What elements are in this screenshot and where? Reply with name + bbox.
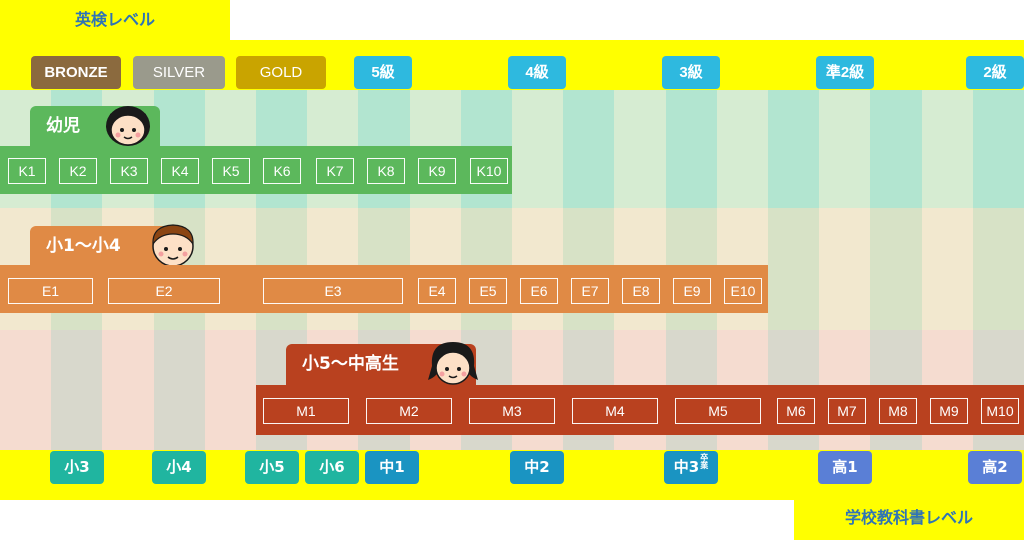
elementary-level-cell: E2 <box>108 278 220 304</box>
eiken-gold: GOLD <box>236 56 326 89</box>
eiken-bronze: BRONZE <box>31 56 121 89</box>
eiken-grade2: 2級 <box>966 56 1024 89</box>
kindergarten-level-cell: K8 <box>367 158 405 184</box>
elementary-level-cell: E3 <box>263 278 403 304</box>
grid-column <box>665 90 718 208</box>
header-tab: 英検レベル <box>0 0 230 42</box>
kindergarten-levels: K1 K2 K3 K4 K5 K6 K7 K8 K9 K10 <box>0 158 512 184</box>
grid-column <box>819 208 871 330</box>
middle-level-cell: M3 <box>469 398 555 424</box>
middle-level-cell: M8 <box>879 398 917 424</box>
footer-tab: 学校教科書レベル <box>794 498 1024 540</box>
eiken-grade4: 4級 <box>508 56 566 89</box>
grid-column <box>768 208 820 330</box>
eiken-pre2: 準2級 <box>816 56 874 89</box>
girl-face-icon <box>428 342 478 385</box>
kindergarten-level-cell: K3 <box>110 158 148 184</box>
footer-title: 学校教科書レベル <box>844 508 973 527</box>
grade-chu3-note: 卒業 <box>700 453 709 470</box>
grid-column <box>716 90 769 208</box>
kindergarten-level-cell: K6 <box>263 158 301 184</box>
elementary-level-cell: E10 <box>724 278 762 304</box>
elementary-label: 小1〜小4 <box>46 236 121 256</box>
middle-level-cell: M1 <box>263 398 349 424</box>
grid-column <box>921 90 974 208</box>
grid-column <box>921 208 974 330</box>
grade-chu3-label: 中3 <box>673 458 700 476</box>
kindergarten-level-cell: K9 <box>418 158 456 184</box>
kindergarten-level-cell: K7 <box>316 158 354 184</box>
elementary-level-cell: E7 <box>571 278 609 304</box>
elementary-bar: E1 E2 E3 E4 E5 E6 E7 E8 E9 E10 <box>0 265 768 313</box>
grade-sho5: 小5 <box>245 451 299 484</box>
grade-sho4: 小4 <box>152 451 206 484</box>
middle-bar: M1 M2 M3 M4 M5 M6 M7 M8 M9 M10 <box>256 385 1024 435</box>
middle-level-cell: M7 <box>828 398 866 424</box>
middle-level-cell: M4 <box>572 398 658 424</box>
grade-sho6: 小6 <box>305 451 359 484</box>
eiken-grade3: 3級 <box>662 56 720 89</box>
grade-ko2: 高2 <box>968 451 1022 484</box>
grade-ko1: 高1 <box>818 451 872 484</box>
grid-column <box>972 208 1024 330</box>
middle-level-cell: M2 <box>366 398 452 424</box>
grid-column <box>0 330 52 450</box>
grade-chu1: 中1 <box>365 451 419 484</box>
grid-column <box>204 330 257 450</box>
elementary-level-cell: E5 <box>469 278 507 304</box>
elementary-level-cell: E4 <box>418 278 456 304</box>
kindergarten-label: 幼児 <box>46 116 80 136</box>
kindergarten-level-cell: K5 <box>212 158 250 184</box>
boy-face-icon <box>152 224 194 267</box>
middle-level-cell: M9 <box>930 398 968 424</box>
middle-levels: M1 M2 M3 M4 M5 M6 M7 M8 M9 M10 <box>256 398 1024 424</box>
eiken-silver: SILVER <box>133 56 225 89</box>
eiken-grade5: 5級 <box>354 56 412 89</box>
grid-column <box>51 330 103 450</box>
elementary-level-cell: E1 <box>8 278 93 304</box>
middle-level-cell: M5 <box>675 398 761 424</box>
kindergarten-bar: K1 K2 K3 K4 K5 K6 K7 K8 K9 K10 <box>0 146 512 194</box>
grid-column <box>614 90 667 208</box>
grade-chu3: 中3卒業 <box>664 451 718 484</box>
kindergarten-level-cell: K10 <box>470 158 508 184</box>
grid-column <box>102 330 155 450</box>
grade-sho3: 小3 <box>50 451 104 484</box>
grid-column <box>870 208 923 330</box>
girl-face-icon <box>106 106 150 146</box>
header-title: 英検レベル <box>74 10 155 29</box>
kindergarten-level-cell: K2 <box>59 158 97 184</box>
grid-column <box>819 90 871 208</box>
grid-column <box>563 90 615 208</box>
grid-column <box>768 90 820 208</box>
elementary-levels: E1 E2 E3 E4 E5 E6 E7 E8 E9 E10 <box>0 278 768 304</box>
kindergarten-level-cell: K1 <box>8 158 46 184</box>
elementary-level-cell: E8 <box>622 278 660 304</box>
grade-chu2: 中2 <box>510 451 564 484</box>
elementary-level-cell: E9 <box>673 278 711 304</box>
elementary-level-cell: E6 <box>520 278 558 304</box>
grid-column <box>972 90 1024 208</box>
grid-column <box>153 330 206 450</box>
kindergarten-level-cell: K4 <box>161 158 199 184</box>
middle-label: 小5〜中高生 <box>302 354 399 374</box>
middle-level-cell: M10 <box>981 398 1019 424</box>
grid-column <box>512 90 564 208</box>
grid-column <box>870 90 923 208</box>
middle-level-cell: M6 <box>777 398 815 424</box>
